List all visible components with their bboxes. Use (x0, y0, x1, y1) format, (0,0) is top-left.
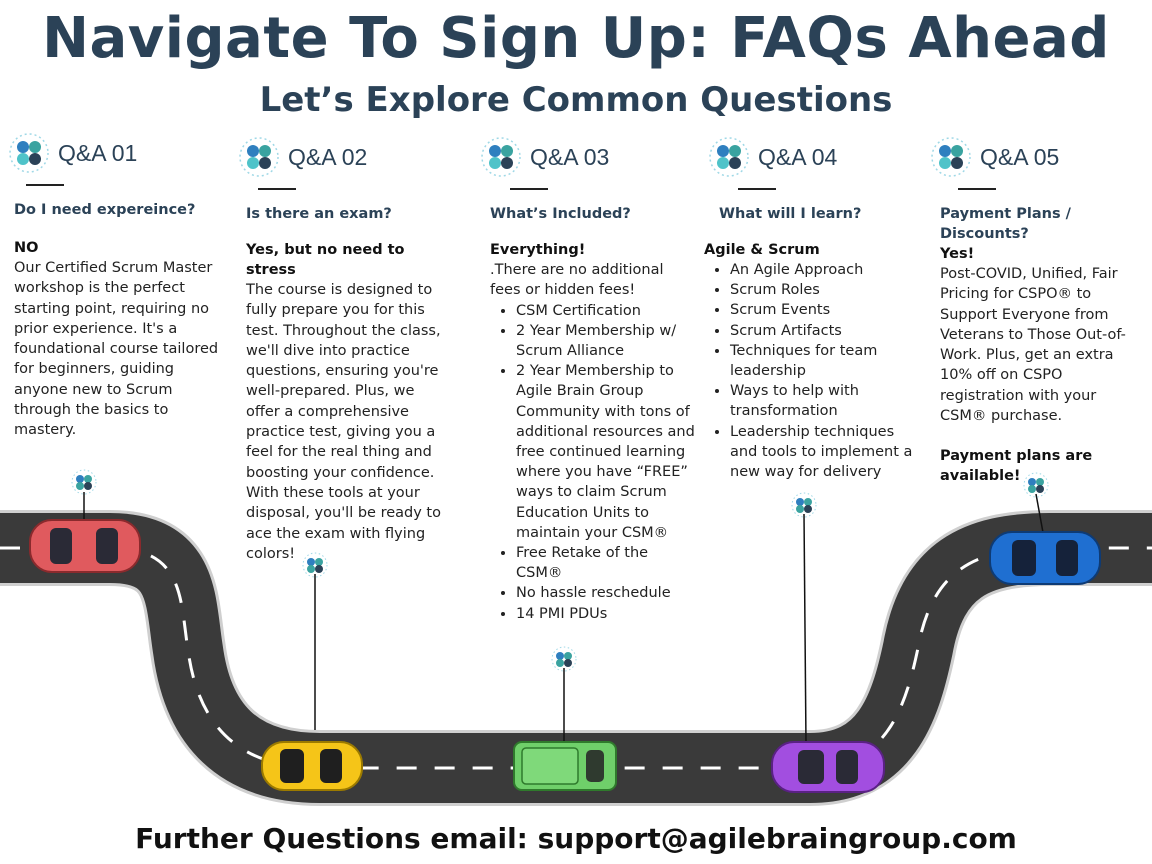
question: What will I learn? (719, 206, 862, 222)
pin-dots-icon (551, 646, 577, 672)
list-item: Scrum Artifacts (730, 321, 918, 341)
list-item: CSM Certification (516, 301, 698, 321)
qa-column-5: Q&A 05 Payment Plans / Discounts? Yes! P… (930, 136, 1146, 486)
list-item: Scrum Roles (730, 280, 918, 300)
divider (258, 188, 296, 190)
list-item: 14 PMI PDUs (516, 604, 698, 624)
dots-cluster-icon (931, 137, 971, 177)
note: Payment plans are available! (940, 448, 1093, 485)
divider (26, 184, 64, 186)
page-subtitle: Let’s Explore Common Questions (259, 80, 893, 120)
question: What’s Included? (490, 206, 631, 222)
answer-body: Our Certified Scrum Master workshop is t… (14, 260, 219, 439)
included-list: CSM Certification 2 Year Membership w/ S… (490, 301, 698, 624)
qa-column-1: Q&A 01 Do I need expereince? NO Our Cert… (8, 132, 220, 441)
question: Is there an exam? (246, 206, 392, 222)
answer-body: .There are no additional fees or hidden … (490, 262, 664, 299)
list-item: An Agile Approach (730, 260, 918, 280)
list-item: Leadership techniques and tools to imple… (730, 422, 918, 483)
yellow-car-icon (261, 741, 363, 791)
purple-car-icon (771, 741, 885, 793)
dots-cluster-icon (709, 137, 749, 177)
pin-dots-icon (302, 552, 328, 578)
answer: Everything! (490, 242, 586, 258)
qa-column-3: Q&A 03 What’s Included? Everything! .The… (480, 136, 698, 624)
answer-body: Post-COVID, Unified, Fair Pricing for CS… (940, 266, 1126, 425)
answer-body: The course is designed to fully prepare … (246, 282, 441, 562)
pin-4 (803, 513, 807, 745)
qa-label: Q&A 03 (530, 143, 610, 170)
divider (510, 188, 548, 190)
qa-label: Q&A 02 (288, 143, 368, 170)
answer: Yes! (940, 246, 975, 262)
learn-list: An Agile Approach Scrum Roles Scrum Even… (704, 260, 918, 482)
qa-column-2: Q&A 02 Is there an exam? Yes, but no nee… (238, 136, 452, 564)
dots-cluster-icon (239, 137, 279, 177)
divider (958, 188, 996, 190)
page-title: Navigate To Sign Up: FAQs Ahead (42, 6, 1110, 71)
pin-5 (1035, 493, 1045, 539)
qa-column-4: Q&A 04 What will I learn? Agile & Scrum … (704, 136, 918, 482)
list-item: Techniques for team leadership (730, 341, 918, 381)
question: Do I need expereince? (14, 202, 196, 218)
qa-label: Q&A 04 (758, 143, 838, 170)
list-item: Scrum Events (730, 300, 918, 320)
divider (738, 188, 776, 190)
question: Payment Plans / Discounts? (940, 206, 1071, 242)
footer-contact: Further Questions email: support@agilebr… (135, 822, 1017, 855)
list-item: Free Retake of the CSM® (516, 543, 698, 583)
list-item: Ways to help with transformation (730, 381, 918, 421)
dots-cluster-icon (9, 133, 49, 173)
qa-label: Q&A 01 (58, 139, 138, 166)
list-item: 2 Year Membership to Agile Brain Group C… (516, 361, 698, 543)
answer: Yes, but no need to stress (246, 242, 405, 278)
blue-car-icon (989, 531, 1101, 585)
red-car-icon (29, 519, 141, 573)
dots-cluster-icon (481, 137, 521, 177)
pin-dots-icon (1023, 472, 1049, 498)
list-item: 2 Year Membership w/ Scrum Alliance (516, 321, 698, 361)
list-item: No hassle reschedule (516, 583, 698, 603)
pin-dots-icon (791, 492, 817, 518)
green-truck-icon (513, 741, 617, 791)
pin-dots-icon (71, 469, 97, 495)
answer: Agile & Scrum (704, 242, 820, 258)
answer: NO (14, 240, 39, 256)
qa-label: Q&A 05 (980, 143, 1060, 170)
